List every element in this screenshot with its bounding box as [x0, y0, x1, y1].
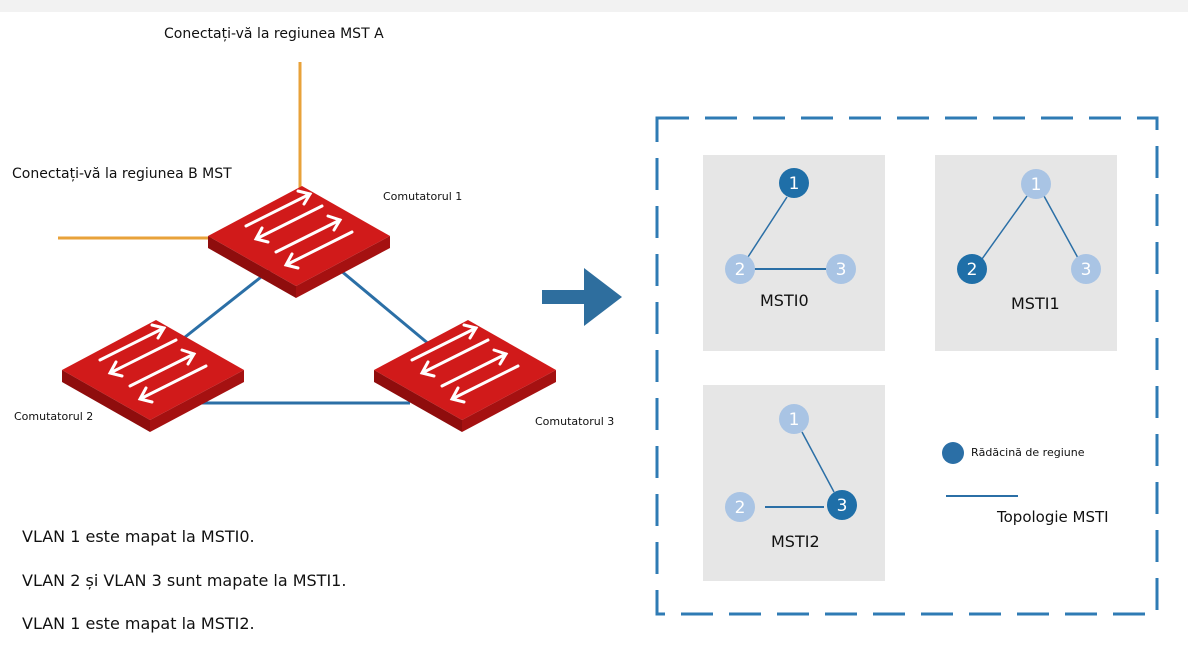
mapping-line-3: VLAN 1 este mapat la MSTI2.: [22, 614, 255, 633]
msti0-link-1-2: [747, 196, 788, 258]
msti0-node-3-label: 3: [836, 260, 847, 280]
msti0-node-1-label: 1: [789, 174, 800, 194]
switch-2-label: Comutatorul 2: [14, 410, 94, 423]
msti1-label: MSTI1: [1011, 294, 1060, 313]
msti0-node-3: [826, 254, 856, 284]
msti1-link-1-3: [1043, 195, 1079, 259]
mst-region-border: [655, 116, 1159, 616]
msti0-node-2-label: 2: [735, 260, 746, 280]
msti1-node-2: [957, 254, 987, 284]
msti1-node-1: [1021, 169, 1051, 199]
mapping-line-2: VLAN 2 și VLAN 3 sunt mapate la MSTI1.: [22, 571, 347, 590]
link-s1-s3: [339, 268, 431, 347]
connect-region-b-label: Conectați-vă la regiunea B MST: [12, 166, 232, 182]
msti0-node-2: [725, 254, 755, 284]
msti2-node-3: [827, 490, 857, 520]
msti2-node-1-label: 1: [789, 410, 800, 430]
switch-3-label: Comutatorul 3: [535, 415, 615, 428]
msti2-label: MSTI2: [771, 532, 820, 551]
mapping-line-1: VLAN 1 este mapat la MSTI0.: [22, 527, 255, 546]
msti0-label: MSTI0: [760, 291, 809, 310]
msti1-node-3: [1071, 254, 1101, 284]
msti1-node-1-label: 1: [1031, 175, 1042, 195]
msti1-node-2-label: 2: [967, 260, 978, 280]
switch-1-label: Comutatorul 1: [383, 190, 463, 203]
switch-2-icon: [62, 320, 244, 432]
legend-topology-label: Topologie MSTI: [997, 508, 1109, 526]
link-s1-s2: [174, 268, 271, 347]
transition-arrow-icon: [542, 268, 622, 326]
switch-1-icon: [208, 186, 390, 298]
switch-3-icon: [374, 320, 556, 432]
legend-root-label: Rădăcină de regiune: [971, 446, 1085, 459]
msti1-node-3-label: 3: [1081, 260, 1092, 280]
msti2-node-2: [725, 492, 755, 522]
msti2-link-1-3: [801, 431, 835, 493]
msti2-node-2-label: 2: [735, 498, 746, 518]
msti2-node-1: [779, 404, 809, 434]
msti0-node-1: [779, 168, 809, 198]
connect-region-a-label: Conectați-vă la regiunea MST A: [164, 26, 384, 42]
msti2-node-3-label: 3: [837, 496, 848, 516]
top-strip: [0, 0, 1188, 12]
msti1-link-1-2: [981, 195, 1028, 260]
legend-root-icon: [942, 442, 964, 464]
